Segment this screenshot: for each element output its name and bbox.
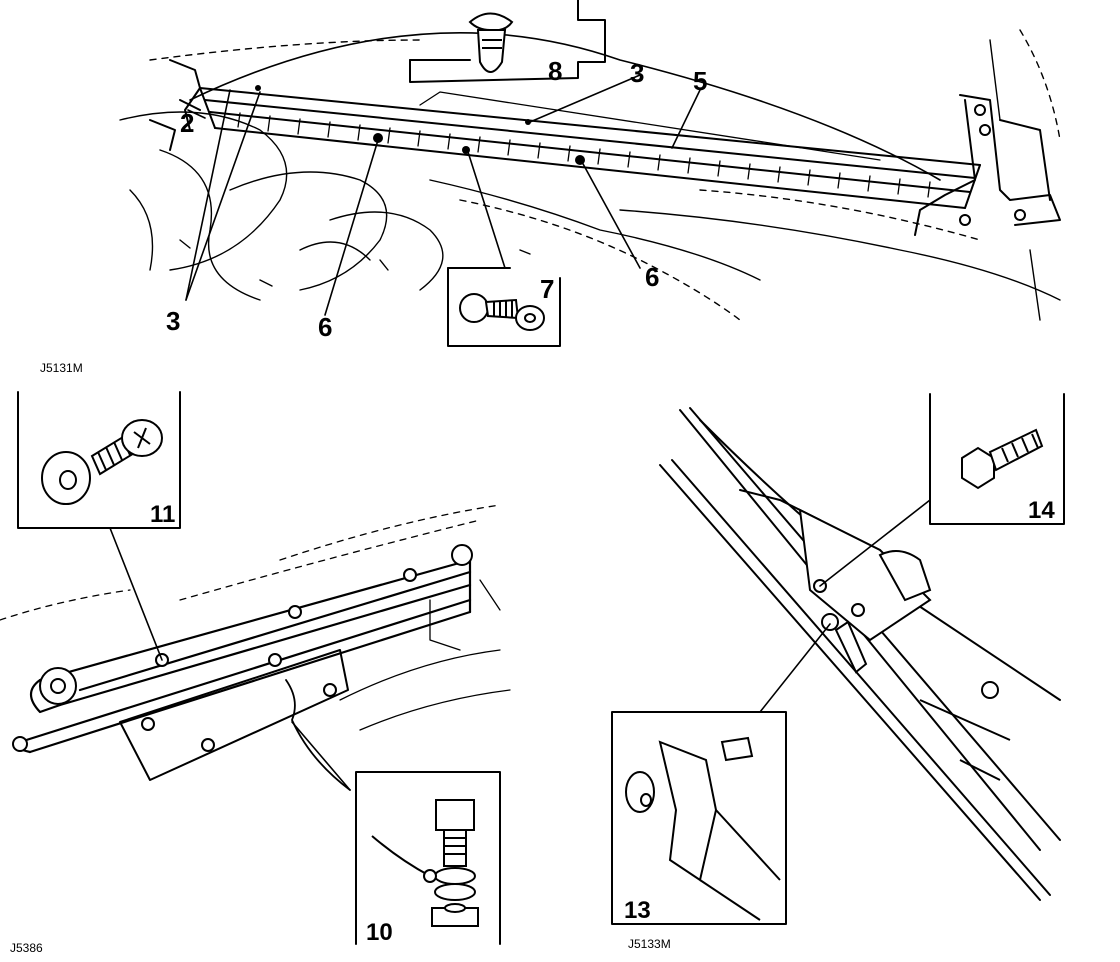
left-bracket (149, 59, 201, 151)
br-bracket (798, 508, 1011, 781)
screw-washer-icon (459, 293, 545, 331)
leader-11 (109, 527, 163, 661)
callout-5: 5 (693, 66, 707, 96)
bracket-box-13 (611, 711, 787, 925)
bracket-icon (625, 736, 781, 921)
bottom-left-view: 11 10 J5386 (0, 391, 511, 955)
leader-13 (759, 623, 831, 713)
callout-13: 13 (624, 897, 651, 924)
panel-screws (255, 85, 585, 165)
figure-code-top: J5131M (40, 361, 83, 375)
right-bracket (914, 94, 1061, 236)
callout-10: 10 (366, 919, 393, 946)
bonnet-arc (189, 32, 941, 181)
earth-lead (285, 679, 351, 791)
callout-6-right: 6 (645, 262, 659, 292)
hex-bolt-icon (961, 428, 1044, 490)
bottom-right-view: 14 13 J5133M (611, 393, 1065, 951)
top-leaders (185, 74, 701, 316)
engine-bay-sketch (119, 29, 1061, 321)
bolt-box-14 (929, 393, 1065, 525)
figure-code-bottom-right: J5133M (628, 937, 671, 951)
wiper-linkage (16, 558, 472, 754)
top-view: 2 3 3 5 6 6 7 8 J5131M (40, 0, 1061, 375)
screw-box-11 (17, 391, 181, 529)
callout-2: 2 (180, 108, 194, 138)
pan-screw-icon (41, 419, 163, 505)
figure-code-bottom-left: J5386 (10, 941, 43, 955)
callout-14: 14 (1028, 497, 1055, 524)
bl-background (0, 504, 511, 731)
callout-6-left: 6 (318, 312, 332, 342)
callout-8: 8 (548, 56, 562, 86)
bolt-box-10 (355, 771, 501, 945)
bolt-nut-icon (371, 799, 479, 927)
screw-washer-box (447, 267, 561, 347)
callout-3-left: 3 (166, 306, 180, 336)
scuttle-panel (199, 87, 981, 209)
mounting-plate (119, 649, 349, 781)
linkage-bolts (12, 544, 473, 752)
callout-7: 7 (540, 274, 554, 304)
trim-clip-icon (468, 12, 514, 73)
leader-10 (291, 721, 351, 791)
vent-slats (237, 112, 931, 198)
callout-3-top: 3 (630, 58, 644, 88)
trim-clip-box (409, 0, 606, 83)
leader-14 (819, 499, 931, 587)
callout-11: 11 (150, 501, 175, 528)
